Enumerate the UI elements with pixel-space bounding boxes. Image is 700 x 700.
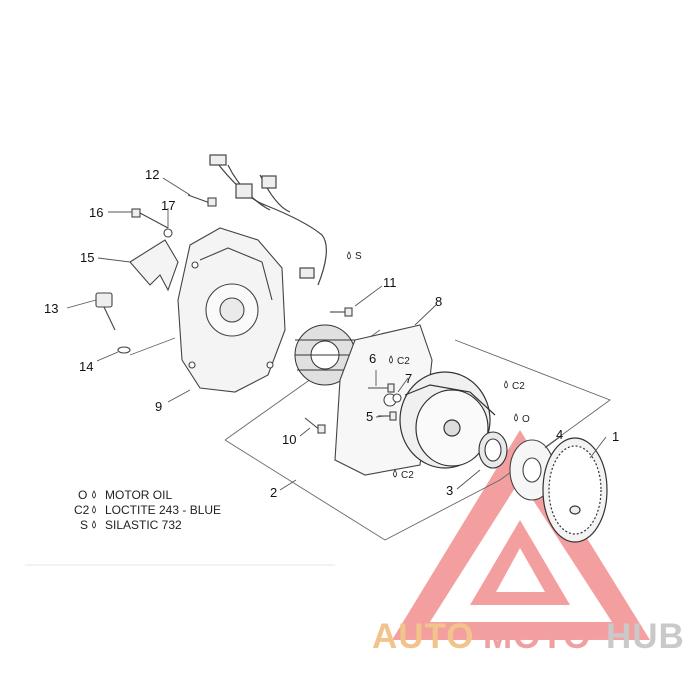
callout-4: 4 — [556, 427, 563, 442]
drop-icon — [92, 490, 96, 499]
callout-6: 6 — [369, 351, 376, 366]
drop-icon — [347, 251, 351, 260]
callout-13: 13 — [44, 301, 58, 316]
bolt-6 — [368, 383, 395, 393]
stator-coil — [294, 324, 356, 386]
o-ring-14 — [117, 346, 131, 354]
drop-icon — [393, 469, 397, 478]
legend-item-loctite: C2 LOCTITE 243 - BLUE — [74, 503, 221, 517]
wire-harness — [209, 154, 327, 286]
callout-1: 1 — [612, 429, 619, 444]
svg-text:LOCTITE 243 - BLUE: LOCTITE 243 - BLUE — [105, 503, 221, 517]
annotation-c2-b: C2 — [504, 380, 525, 392]
callout-16: 16 — [89, 205, 103, 220]
ring-gear-1 — [542, 437, 608, 543]
washer-7 — [392, 393, 402, 403]
bearing-3 — [478, 431, 508, 469]
callout-17: 17 — [161, 198, 175, 213]
drop-icon — [514, 413, 518, 422]
group-bracket-9 — [129, 337, 176, 356]
callout-10: 10 — [282, 432, 296, 447]
callout-14: 14 — [79, 359, 93, 374]
svg-text:MOTO: MOTO — [483, 617, 591, 656]
watermark-logo: AUTO MOTO HUB — [372, 617, 685, 656]
svg-text:C2: C2 — [512, 381, 525, 392]
drop-icon — [92, 505, 96, 514]
annotation-o: O — [514, 413, 530, 425]
svg-text:S: S — [355, 251, 362, 262]
svg-text:HUB: HUB — [606, 617, 685, 656]
callout-15: 15 — [80, 250, 94, 265]
annotation-c2-a: C2 — [389, 355, 410, 367]
bolt-16 — [131, 208, 169, 229]
callout-5: 5 — [366, 409, 373, 424]
svg-text:S: S — [80, 518, 88, 532]
svg-text:C2: C2 — [74, 503, 90, 517]
bolt-10 — [304, 417, 326, 434]
svg-text:MOTOR OIL: MOTOR OIL — [105, 488, 172, 502]
svg-text:AUTO: AUTO — [372, 617, 475, 656]
legend: O MOTOR OIL C2 LOCTITE 243 - BLUE S SILA… — [74, 488, 221, 532]
bolt-12 — [187, 194, 217, 207]
sensor-13 — [95, 292, 116, 331]
rotor-flywheel — [399, 371, 496, 469]
callout-3: 3 — [446, 483, 453, 498]
crankcase-cover-9 — [177, 227, 286, 393]
callout-11: 11 — [383, 275, 397, 290]
washer-17 — [163, 228, 173, 238]
watermark-triangle — [392, 430, 650, 640]
drop-icon — [389, 355, 393, 364]
bolt-11 — [330, 307, 353, 317]
svg-text:O: O — [522, 414, 530, 425]
legend-item-silastic: S SILASTIC 732 — [80, 518, 182, 532]
svg-text:O: O — [78, 488, 87, 502]
svg-text:C2: C2 — [397, 356, 410, 367]
callout-2: 2 — [270, 485, 277, 500]
drop-icon — [504, 380, 508, 389]
drop-icon — [92, 520, 96, 529]
svg-text:C2: C2 — [401, 470, 414, 481]
annotation-s: S — [347, 251, 362, 262]
svg-text:SILASTIC 732: SILASTIC 732 — [105, 518, 182, 532]
callout-7: 7 — [405, 371, 412, 386]
leader-lines — [66, 177, 607, 491]
bracket-15 — [129, 239, 179, 292]
legend-item-motor-oil: O MOTOR OIL — [78, 488, 172, 502]
callout-9: 9 — [155, 399, 162, 414]
callout-12: 12 — [145, 167, 159, 182]
callout-8: 8 — [435, 294, 442, 309]
annotation-c2-c: C2 — [393, 469, 414, 481]
